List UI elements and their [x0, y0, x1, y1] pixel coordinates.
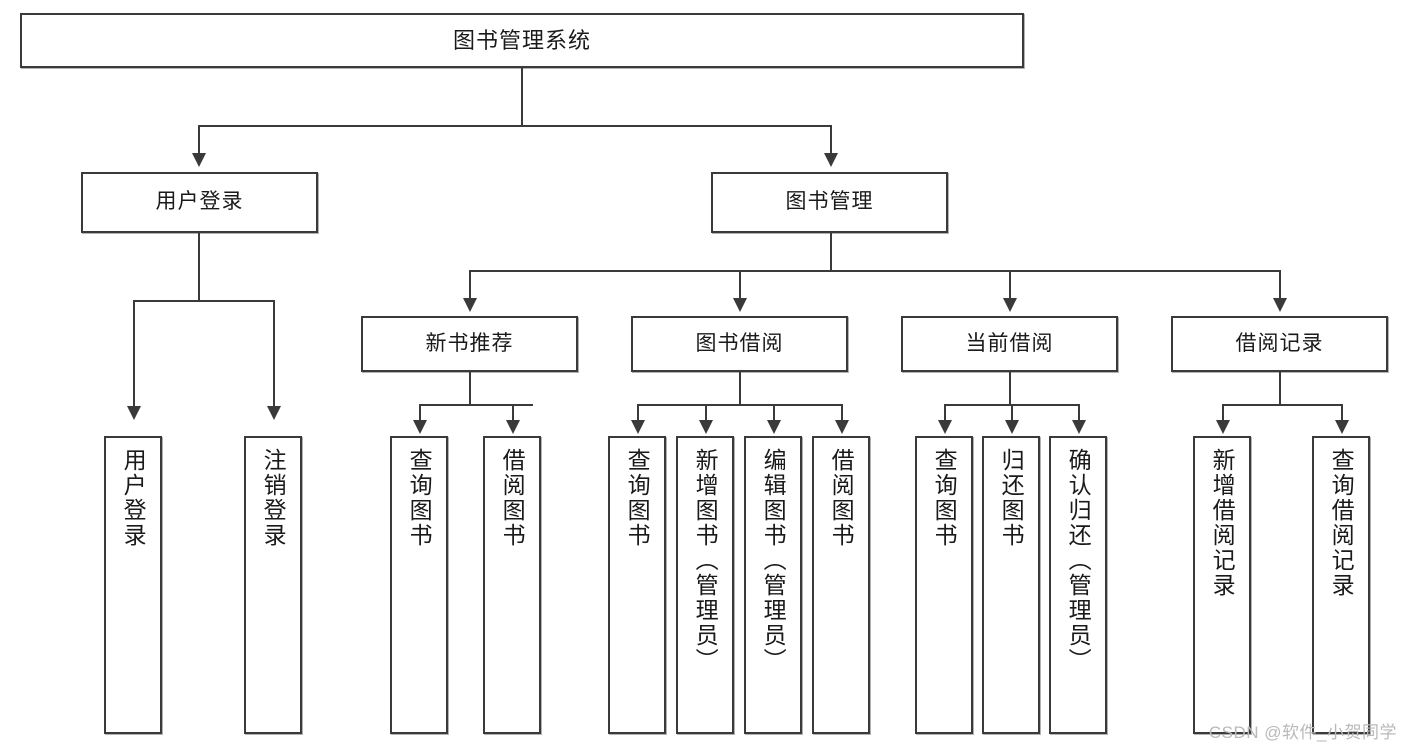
arrowhead-leaf-query-book-1 — [413, 420, 427, 434]
connector-book-manage-bus — [469, 270, 1280, 272]
arrowhead-leaf-borrow-book-2 — [835, 420, 849, 434]
connector-nbr-leaf-2 — [512, 404, 514, 422]
node-leaf-borrow-book-2[interactable]: 借阅图书 — [812, 436, 870, 734]
arrowhead-leaf-add-record — [1216, 420, 1230, 434]
connector-br-leaf-1 — [1222, 404, 1224, 422]
node-leaf-query-book-3[interactable]: 查询图书 — [915, 436, 973, 734]
connector-bb-leaf-4 — [841, 404, 843, 422]
connector-cb-leaf-3 — [1078, 404, 1080, 422]
node-new-book-recommend[interactable]: 新书推荐 — [361, 316, 578, 372]
arrowhead-leaf-user-login — [127, 406, 141, 420]
connector-user-login-stem — [198, 233, 200, 300]
arrowhead-leaf-query-book-2 — [631, 420, 645, 434]
connector-book-borrow-stem — [739, 372, 741, 404]
connector-to-borrow-record — [1279, 270, 1281, 300]
node-leaf-confirm-return-label: 确认归还（管理员） — [1065, 448, 1092, 673]
connector-borrow-record-stem — [1279, 372, 1281, 404]
connector-current-borrow-stem — [1009, 372, 1011, 404]
node-leaf-return-book-label: 归还图书 — [998, 448, 1025, 548]
node-leaf-add-record-label: 新增借阅记录 — [1209, 448, 1236, 598]
node-leaf-borrow-book-1-label: 借阅图书 — [499, 448, 526, 548]
connector-bb-leaf-3 — [773, 404, 775, 422]
node-leaf-query-book-2-label: 查询图书 — [624, 448, 651, 548]
node-book-manage-label: 图书管理 — [785, 190, 874, 214]
connector-root-bus — [198, 125, 832, 127]
connector-user-login-bus — [133, 300, 275, 302]
connector-br-leaf-2 — [1341, 404, 1343, 422]
arrowhead-borrow-record — [1273, 298, 1287, 312]
arrowhead-leaf-query-book-3 — [938, 420, 952, 434]
connector-nbr-leaf-1 — [419, 404, 421, 422]
connector-root-to-book-manage — [830, 125, 832, 155]
connector-root-to-user-login — [198, 125, 200, 155]
node-root-label: 图书管理系统 — [452, 27, 591, 53]
node-leaf-user-logout[interactable]: 注销登录 — [244, 436, 302, 734]
arrowhead-current-borrow — [1003, 298, 1017, 312]
connector-bb-leaf-2 — [705, 404, 707, 422]
node-current-borrow-label: 当前借阅 — [965, 331, 1054, 355]
connector-borrow-record-bus — [1222, 404, 1342, 406]
node-root[interactable]: 图书管理系统 — [20, 13, 1024, 68]
node-leaf-add-record[interactable]: 新增借阅记录 — [1193, 436, 1251, 734]
node-user-login-label: 用户登录 — [155, 190, 244, 214]
arrowhead-leaf-confirm-return — [1072, 420, 1086, 434]
connector-new-book-recommend-bus — [419, 404, 533, 406]
node-leaf-add-book-label: 新增图书（管理员） — [692, 448, 719, 673]
node-borrow-record[interactable]: 借阅记录 — [1171, 316, 1388, 372]
node-leaf-borrow-book-2-label: 借阅图书 — [828, 448, 855, 548]
arrowhead-book-manage — [824, 153, 838, 167]
node-borrow-record-label: 借阅记录 — [1235, 331, 1324, 355]
node-leaf-confirm-return[interactable]: 确认归还（管理员） — [1049, 436, 1107, 734]
connector-user-login-leaf-2 — [273, 300, 275, 408]
connector-to-new-book-recommend — [469, 270, 471, 300]
arrowhead-book-borrow — [733, 298, 747, 312]
connector-user-login-leaf-1 — [133, 300, 135, 408]
arrowhead-leaf-return-book — [1005, 420, 1019, 434]
connector-cb-leaf-1 — [944, 404, 946, 422]
node-leaf-query-book-2[interactable]: 查询图书 — [608, 436, 666, 734]
node-book-borrow-label: 图书借阅 — [695, 331, 784, 355]
node-book-manage[interactable]: 图书管理 — [711, 172, 948, 233]
connector-book-borrow-bus — [637, 404, 841, 406]
connector-new-book-recommend-stem — [469, 372, 471, 404]
node-current-borrow[interactable]: 当前借阅 — [901, 316, 1118, 372]
node-leaf-query-book-3-label: 查询图书 — [931, 448, 958, 548]
arrowhead-leaf-user-logout — [267, 406, 281, 420]
arrowhead-user-login — [192, 153, 206, 167]
node-leaf-user-login[interactable]: 用户登录 — [104, 436, 162, 734]
arrowhead-new-book-recommend — [463, 298, 477, 312]
connector-book-manage-stem — [830, 233, 832, 270]
connector-cb-leaf-2 — [1011, 404, 1013, 422]
node-leaf-return-book[interactable]: 归还图书 — [982, 436, 1040, 734]
node-leaf-edit-book[interactable]: 编辑图书（管理员） — [744, 436, 802, 734]
node-book-borrow[interactable]: 图书借阅 — [631, 316, 848, 372]
connector-bb-leaf-1 — [637, 404, 639, 422]
connector-to-book-borrow — [739, 270, 741, 300]
arrowhead-leaf-edit-book — [767, 420, 781, 434]
node-leaf-query-book-1[interactable]: 查询图书 — [390, 436, 448, 734]
connector-root-stem — [521, 68, 523, 125]
node-new-book-recommend-label: 新书推荐 — [425, 331, 514, 355]
arrowhead-leaf-query-record — [1335, 420, 1349, 434]
node-leaf-user-login-label: 用户登录 — [120, 448, 147, 548]
node-leaf-edit-book-label: 编辑图书（管理员） — [760, 448, 787, 673]
connector-to-current-borrow — [1009, 270, 1011, 300]
node-leaf-user-logout-label: 注销登录 — [260, 448, 287, 548]
node-leaf-add-book[interactable]: 新增图书（管理员） — [676, 436, 734, 734]
node-user-login[interactable]: 用户登录 — [81, 172, 318, 233]
node-leaf-query-record-label: 查询借阅记录 — [1328, 448, 1355, 598]
node-leaf-query-record[interactable]: 查询借阅记录 — [1312, 436, 1370, 734]
arrowhead-leaf-add-book — [699, 420, 713, 434]
node-leaf-query-book-1-label: 查询图书 — [406, 448, 433, 548]
node-leaf-borrow-book-1[interactable]: 借阅图书 — [483, 436, 541, 734]
arrowhead-leaf-borrow-book-1 — [506, 420, 520, 434]
